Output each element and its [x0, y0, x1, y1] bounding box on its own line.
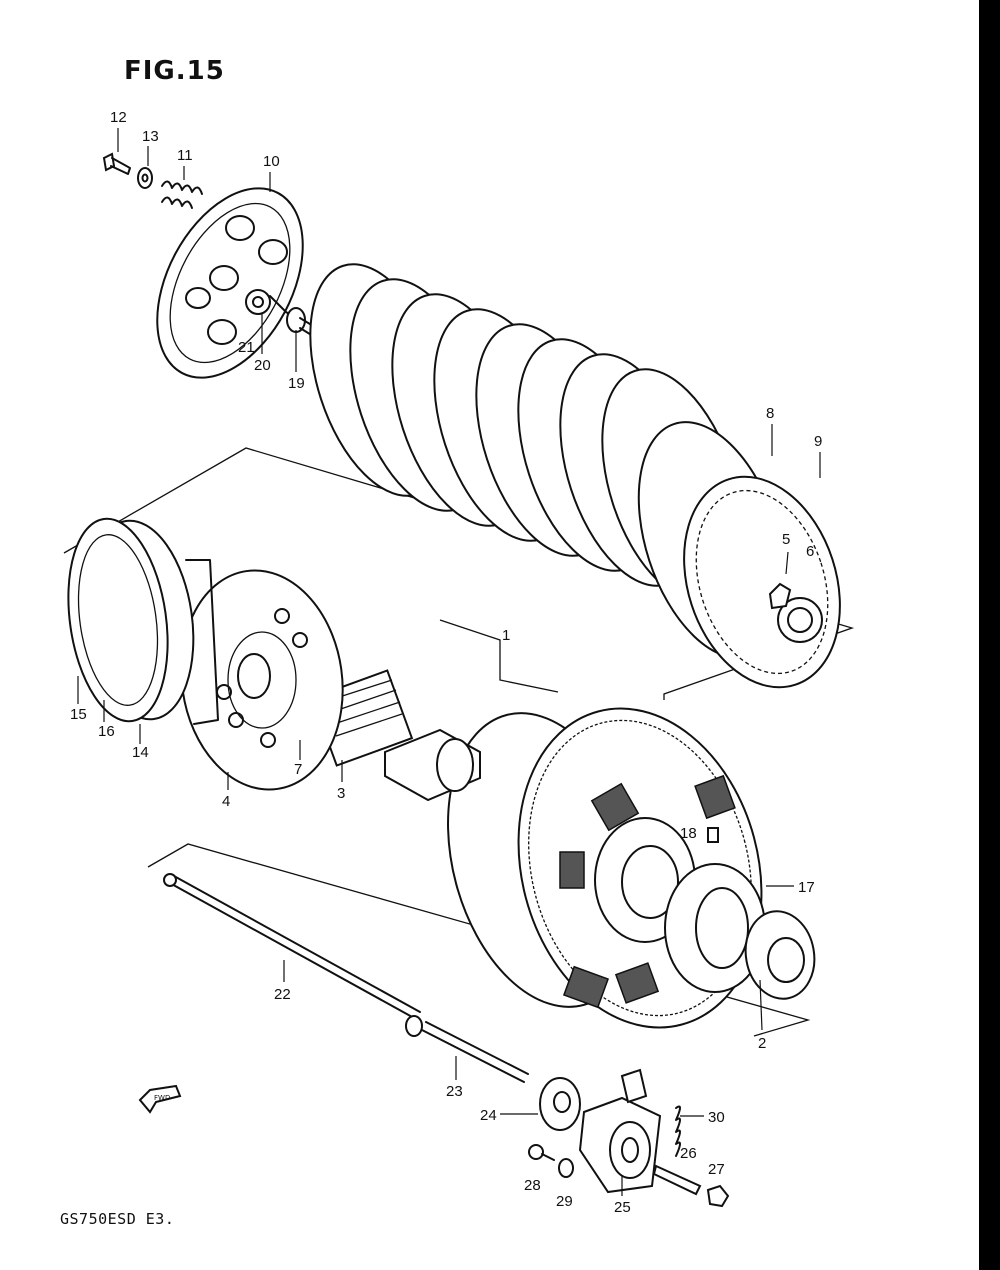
callout-18: 18 — [680, 825, 697, 842]
callout-11: 11 — [177, 147, 193, 164]
callout-28: 28 — [524, 1177, 541, 1194]
callout-10: 10 — [263, 153, 280, 170]
callout-12: 12 — [110, 109, 127, 126]
callout-21: 21 — [238, 339, 255, 356]
callout-19: 19 — [288, 375, 305, 392]
bolt-12 — [102, 152, 131, 175]
callout-14: 14 — [132, 744, 149, 761]
callout-5: 5 — [782, 531, 790, 548]
svg-text:FWD: FWD — [154, 1094, 170, 1102]
clutch-spring-11 — [161, 180, 203, 209]
clutch-sleeve-hub-4 — [180, 569, 344, 791]
callout-25: 25 — [614, 1199, 631, 1216]
screw-28 — [528, 1144, 555, 1161]
spacer — [384, 728, 481, 802]
clutch-sleeve-hub — [683, 475, 841, 689]
callout-17: 17 — [798, 879, 815, 896]
callout-29: 29 — [556, 1193, 573, 1210]
scan-edge-bar — [979, 0, 1000, 1270]
adjust-screw-26 — [652, 1164, 702, 1196]
callout-22: 22 — [274, 986, 291, 1003]
washer-29 — [558, 1158, 574, 1178]
callout-23: 23 — [446, 1083, 463, 1100]
callout-16: 16 — [98, 723, 115, 740]
figure-title: FIG.15 — [124, 56, 225, 86]
callout-4: 4 — [222, 793, 230, 810]
oil-pump-drive-gear — [664, 863, 766, 993]
clutch-housing — [447, 707, 763, 1029]
callout-7: 7 — [294, 761, 302, 778]
clutch-plate-stack — [309, 263, 787, 659]
oil-seal-24 — [539, 1077, 581, 1131]
callout-3: 3 — [337, 785, 345, 802]
callout-15: 15 — [70, 706, 87, 723]
spring-plate-set — [67, 517, 219, 725]
pressure-plate — [156, 187, 304, 379]
model-code: GS750ESD E3. — [60, 1210, 175, 1228]
callout-13: 13 — [142, 128, 159, 145]
forward-arrow-icon: FWD — [138, 1084, 182, 1114]
callout-20: 20 — [254, 357, 271, 374]
callout-26: 26 — [680, 1145, 697, 1162]
return-spring-30 — [675, 1105, 681, 1157]
callout-24: 24 — [480, 1107, 497, 1124]
callout-27: 27 — [708, 1161, 725, 1178]
push-rod-22 — [163, 873, 423, 1037]
thrust-washer-2 — [744, 910, 816, 1000]
nut-27 — [706, 1184, 730, 1208]
callout-6: 6 — [806, 543, 814, 560]
washer-13 — [137, 167, 153, 189]
release-cam-25 — [578, 1068, 662, 1194]
item-1-bracket — [439, 619, 559, 693]
callout-8: 8 — [766, 405, 774, 422]
push-rod-23 — [421, 1021, 529, 1083]
assembly-frame — [63, 447, 855, 700]
callout-30: 30 — [708, 1109, 725, 1126]
callout-2: 2 — [758, 1035, 766, 1052]
callout-labels: 1 2 3 4 5 6 7 8 9 10 11 12 13 14 — [70, 109, 822, 1216]
callout-1: 1 — [502, 627, 510, 644]
callout-9: 9 — [814, 433, 822, 450]
